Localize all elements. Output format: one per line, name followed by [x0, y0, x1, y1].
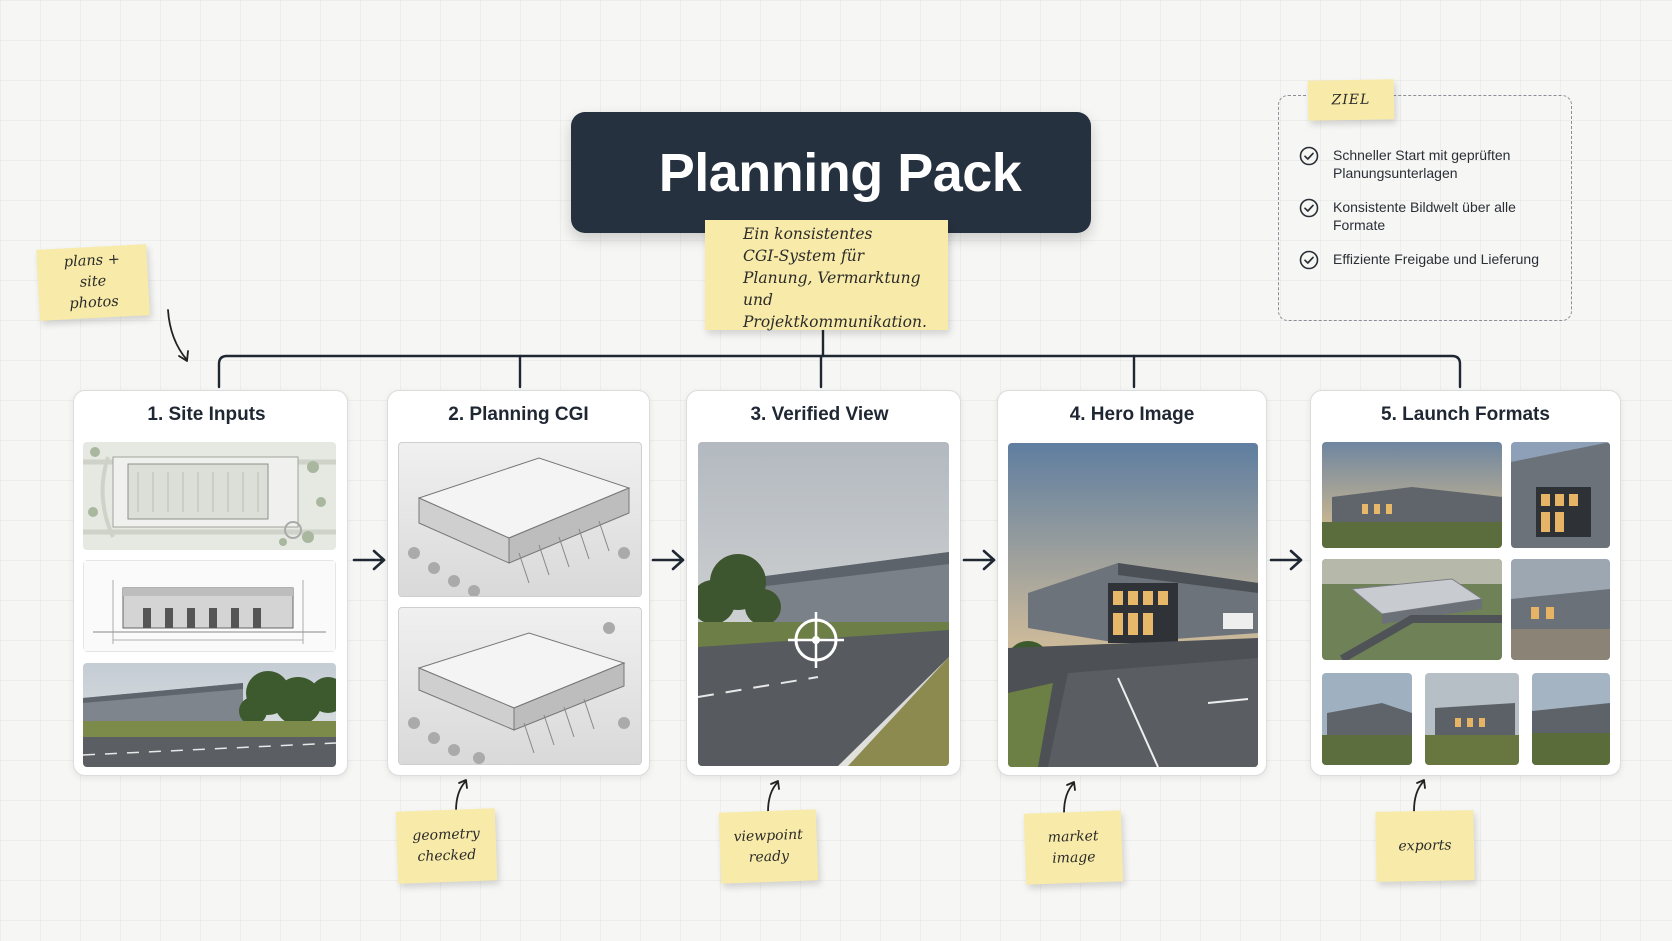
note-viewpoint: viewpoint ready: [718, 809, 819, 884]
goal-item-text: Schneller Start mit geprüften Planungsun…: [1333, 147, 1511, 181]
format-portrait-image: [1511, 442, 1610, 548]
goal-item-text: Effiziente Freigabe und Lieferung: [1333, 251, 1539, 267]
site-plan-image: [83, 442, 336, 550]
goal-item: Schneller Start mit geprüften Planungsun…: [1299, 146, 1559, 182]
curved-arrow-icon: [1413, 779, 1426, 812]
hero-image: [1008, 443, 1258, 767]
step-title: 2. Planning CGI: [448, 404, 589, 425]
arrow-right-icon: [1269, 549, 1303, 571]
format-square-image: [1511, 559, 1610, 660]
step-panel-verified-view: 3. Verified View: [686, 390, 961, 776]
note-market: market image: [1023, 810, 1124, 885]
planning-cgi-render-1: [398, 442, 642, 597]
format-thumb-image-2: [1425, 673, 1519, 765]
goal-item-text: Konsistente Bildwelt über alle Formate: [1333, 199, 1516, 233]
curved-arrow-icon: [167, 309, 189, 362]
step-title: 1. Site Inputs: [147, 404, 266, 425]
curved-arrow-icon: [1063, 781, 1076, 814]
elevation-drawing-image: [83, 560, 336, 652]
step-title: 5. Launch Formats: [1381, 404, 1550, 425]
note-geometry: geometry checked: [395, 808, 498, 884]
arrow-right-icon: [651, 549, 685, 571]
goal-item: Konsistente Bildwelt über alle Formate: [1299, 198, 1559, 234]
note-inputs: plans + site photos: [36, 244, 150, 321]
step-title: 3. Verified View: [750, 404, 889, 425]
check-circle-icon: [1299, 250, 1319, 270]
format-thumb-image-3: [1532, 673, 1610, 765]
crosshair-icon: [788, 612, 844, 668]
step-panel-planning-cgi: 2. Planning CGI: [387, 390, 650, 776]
goal-tag: ZIEL: [1307, 79, 1395, 121]
verified-view-image: [698, 442, 949, 766]
arrow-right-icon: [352, 549, 386, 571]
goal-item: Effiziente Freigabe und Lieferung: [1299, 250, 1559, 270]
page-title-text: Planning Pack: [658, 142, 1022, 203]
goal-box: Schneller Start mit geprüften Planungsun…: [1278, 95, 1572, 321]
step-panel-hero-image: 4. Hero Image: [997, 390, 1267, 776]
step-title: 4. Hero Image: [1069, 404, 1195, 425]
format-thumb-image-1: [1322, 673, 1412, 765]
format-aerial-image: [1322, 559, 1502, 660]
curved-arrow-icon: [767, 780, 780, 813]
site-photo-image: [83, 663, 336, 767]
planning-cgi-render-2: [398, 607, 642, 765]
step-panel-site-inputs: 1. Site Inputs: [73, 390, 348, 776]
format-landscape-image: [1322, 442, 1502, 548]
subtitle-sticky-note: Ein konsistentes CGI-System für Planung,…: [705, 220, 948, 331]
curved-arrow-icon: [455, 779, 468, 812]
check-circle-icon: [1299, 146, 1319, 166]
check-circle-icon: [1299, 198, 1319, 218]
step-panel-launch-formats: 5. Launch Formats: [1310, 390, 1621, 776]
arrow-right-icon: [962, 549, 996, 571]
page-title: Planning Pack: [571, 112, 1091, 233]
note-exports: exports: [1375, 810, 1475, 882]
